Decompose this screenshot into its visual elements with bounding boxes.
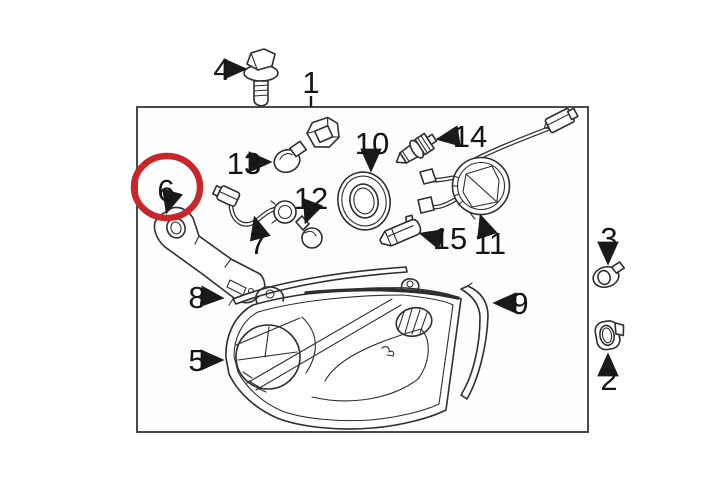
headlamp-unit-icon	[225, 278, 462, 430]
part-label-8: 8	[188, 280, 205, 315]
grommet-clip-2-icon	[594, 320, 625, 351]
grommet-clip-3-icon	[592, 261, 626, 289]
side-molding-strip-icon	[460, 282, 489, 400]
part-label-3: 3	[600, 221, 617, 256]
part-label-5: 5	[188, 343, 205, 378]
leader-lines	[162, 58, 619, 377]
socket-wire-harness-icon	[212, 184, 297, 227]
part-label-10: 10	[355, 126, 389, 161]
part-label-15: 15	[433, 221, 467, 256]
wedge-bulb-socket-icon	[273, 116, 340, 174]
halogen-bulb-icon	[395, 132, 438, 164]
highlight-circle	[130, 152, 204, 222]
upper-molding-strip-icon	[228, 266, 408, 306]
miniature-bulb-icon	[295, 215, 323, 249]
part-label-6: 6	[157, 173, 174, 208]
part-label-14: 14	[453, 119, 487, 154]
wedge-bulb-icon	[379, 214, 422, 247]
sealing-ring-icon	[337, 171, 391, 231]
lamp-housing-harness-icon	[417, 107, 579, 220]
part-label-13: 13	[227, 146, 261, 181]
part-label-11: 11	[474, 226, 506, 261]
part-label-2: 2	[600, 362, 617, 397]
part-label-4: 4	[213, 52, 230, 87]
part-label-9: 9	[511, 286, 528, 321]
hex-flange-bolt-icon	[243, 48, 279, 107]
part-labels: 1 2 3 4 5 6 7 8 9 10 11 12 13 14 15	[157, 52, 617, 397]
part-label-1: 1	[302, 65, 319, 100]
part-label-12: 12	[294, 181, 328, 216]
part-label-7: 7	[249, 226, 266, 261]
